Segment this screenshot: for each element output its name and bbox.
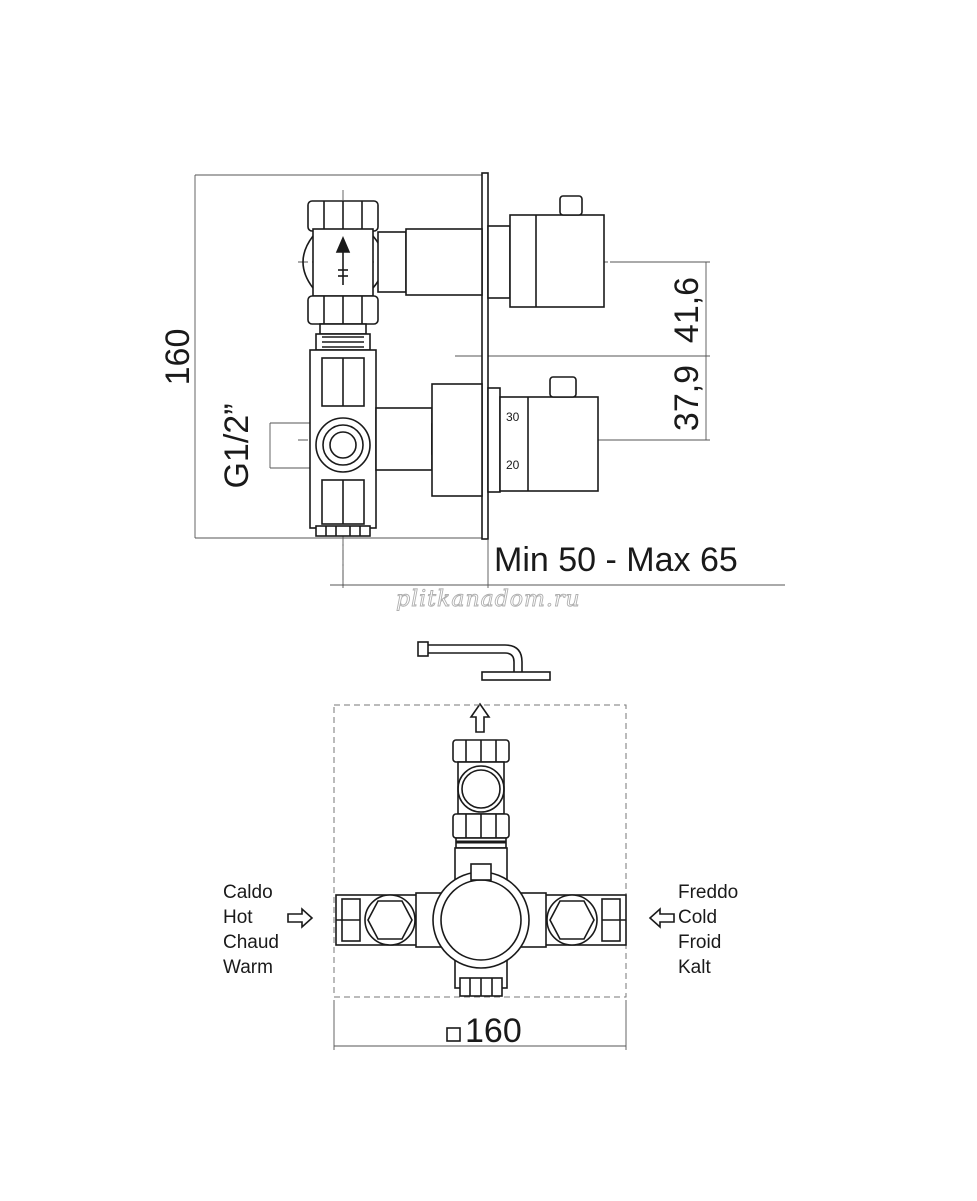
inlet-fitting [315,417,371,473]
outlet-arrow-icon [469,702,491,733]
cold-inlet-hex [546,894,598,946]
front-top-nut [452,739,510,763]
diverter-body [302,228,483,297]
svg-text:Froid: Froid [678,932,721,953]
scale-label-upper: 30 [506,410,520,424]
wall-plate [481,172,489,540]
diverter-handle [487,195,605,308]
side-view: 30 20 160 G1/2” 41,6 37,9 Min 50 - Max 6… [159,172,785,590]
hot-inlet-hex [364,894,416,946]
watermark: plitkanadom.ru [396,587,581,612]
svg-text:Caldo: Caldo [223,882,273,903]
svg-text:Cold: Cold [678,907,717,928]
cold-inlet-arrow-icon [648,907,675,929]
plate-outline [333,704,627,998]
thermostat-cartridge [432,863,530,969]
height-dimension: 160 [159,329,197,386]
front-diverter-body [452,761,510,849]
top-nut [307,200,379,232]
diverter-lower-nut [307,295,379,351]
hot-inlet-arrow-icon [287,907,314,929]
thread-dimension: G1/2” [218,403,256,488]
side-dimension-lines [194,174,785,588]
svg-text:Hot: Hot [223,907,253,928]
svg-text:Kalt: Kalt [678,957,711,978]
scale-label-lower: 20 [506,458,520,472]
dimension-a: 41,6 [668,277,706,343]
thermostat-handle: 30 20 [431,376,599,497]
depth-dimension: Min 50 - Max 65 [494,541,738,579]
hot-inlet-labels: Caldo Hot Chaud Warm [223,882,279,978]
svg-text:Freddo: Freddo [678,882,738,903]
dimension-b: 37,9 [668,365,706,431]
front-view: Caldo Hot Chaud Warm Freddo Cold Froid K… [223,641,738,1050]
square-symbol-icon [446,1027,461,1042]
plate-dimension: 160 [465,1012,522,1050]
cold-inlet-labels: Freddo Cold Froid Kalt [678,882,738,978]
svg-text:Warm: Warm [223,957,273,978]
svg-text:Chaud: Chaud [223,932,279,953]
shower-head-icon [417,641,551,681]
